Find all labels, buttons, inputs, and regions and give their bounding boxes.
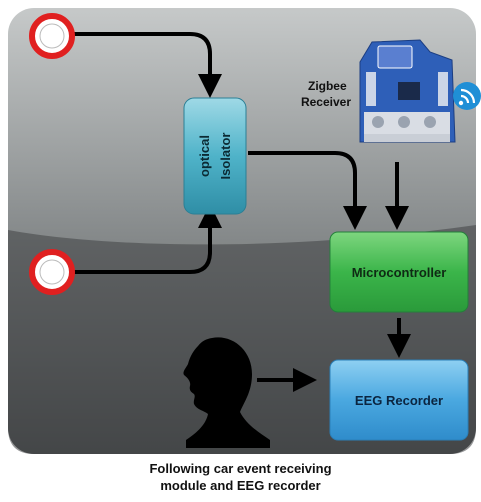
- optical-isolator-block: optical Isolator: [183, 97, 247, 215]
- zigbee-label-line2: Receiver: [301, 95, 351, 109]
- microcontroller-label: Microcontroller: [352, 265, 447, 280]
- eeg-recorder-label: EEG Recorder: [355, 393, 443, 408]
- eeg-recorder-block: EEG Recorder: [329, 359, 469, 441]
- svg-text:Zigbee Receiver: Zigbee Receiver: [301, 79, 351, 109]
- isolator-label-line1: optical: [197, 135, 212, 177]
- isolator-label-line2: Isolator: [218, 133, 233, 180]
- zigbee-board-icon: [359, 39, 456, 143]
- figure-caption: Following car event receiving module and…: [0, 460, 481, 494]
- microcontroller-block: Microcontroller: [329, 231, 469, 313]
- svg-text:optical: optical: [197, 135, 212, 177]
- arrow-isolator-to-microcontroller: [248, 151, 367, 230]
- arrow-input-top-to-isolator: [73, 32, 222, 98]
- human-head-icon: [183, 337, 270, 448]
- signal-input-icon: [29, 13, 75, 59]
- svg-text:Isolator: Isolator: [218, 133, 233, 180]
- arrow-input-bottom-to-isolator: [73, 204, 222, 274]
- zigbee-label-line1: Zigbee: [308, 79, 347, 93]
- caption-line1: Following car event receiving: [149, 461, 332, 476]
- caption-line2: module and EEG recorder: [160, 478, 321, 493]
- signal-input-icon: [29, 249, 75, 295]
- wifi-icon: [453, 82, 481, 110]
